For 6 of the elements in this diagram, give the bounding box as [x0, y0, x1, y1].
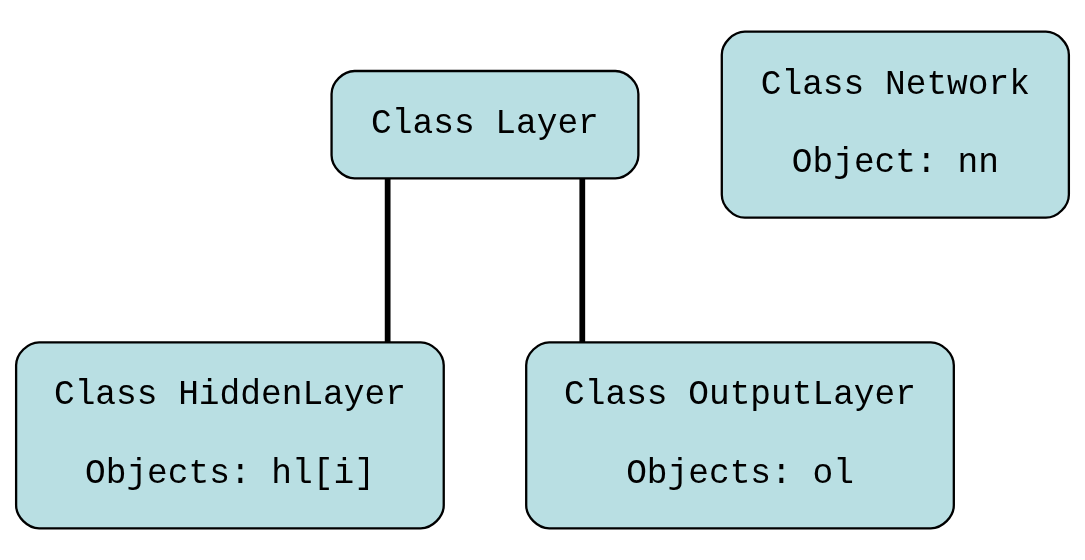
node-box: Class Network Object: nn [720, 30, 1071, 219]
connector [579, 178, 586, 343]
node-box: Class HiddenLayer Objects: hl[i] [14, 341, 445, 530]
connector [384, 178, 391, 343]
node-box: Class OutputLayer Objects: ol [525, 341, 955, 530]
node-box: Class Layer [330, 69, 640, 180]
